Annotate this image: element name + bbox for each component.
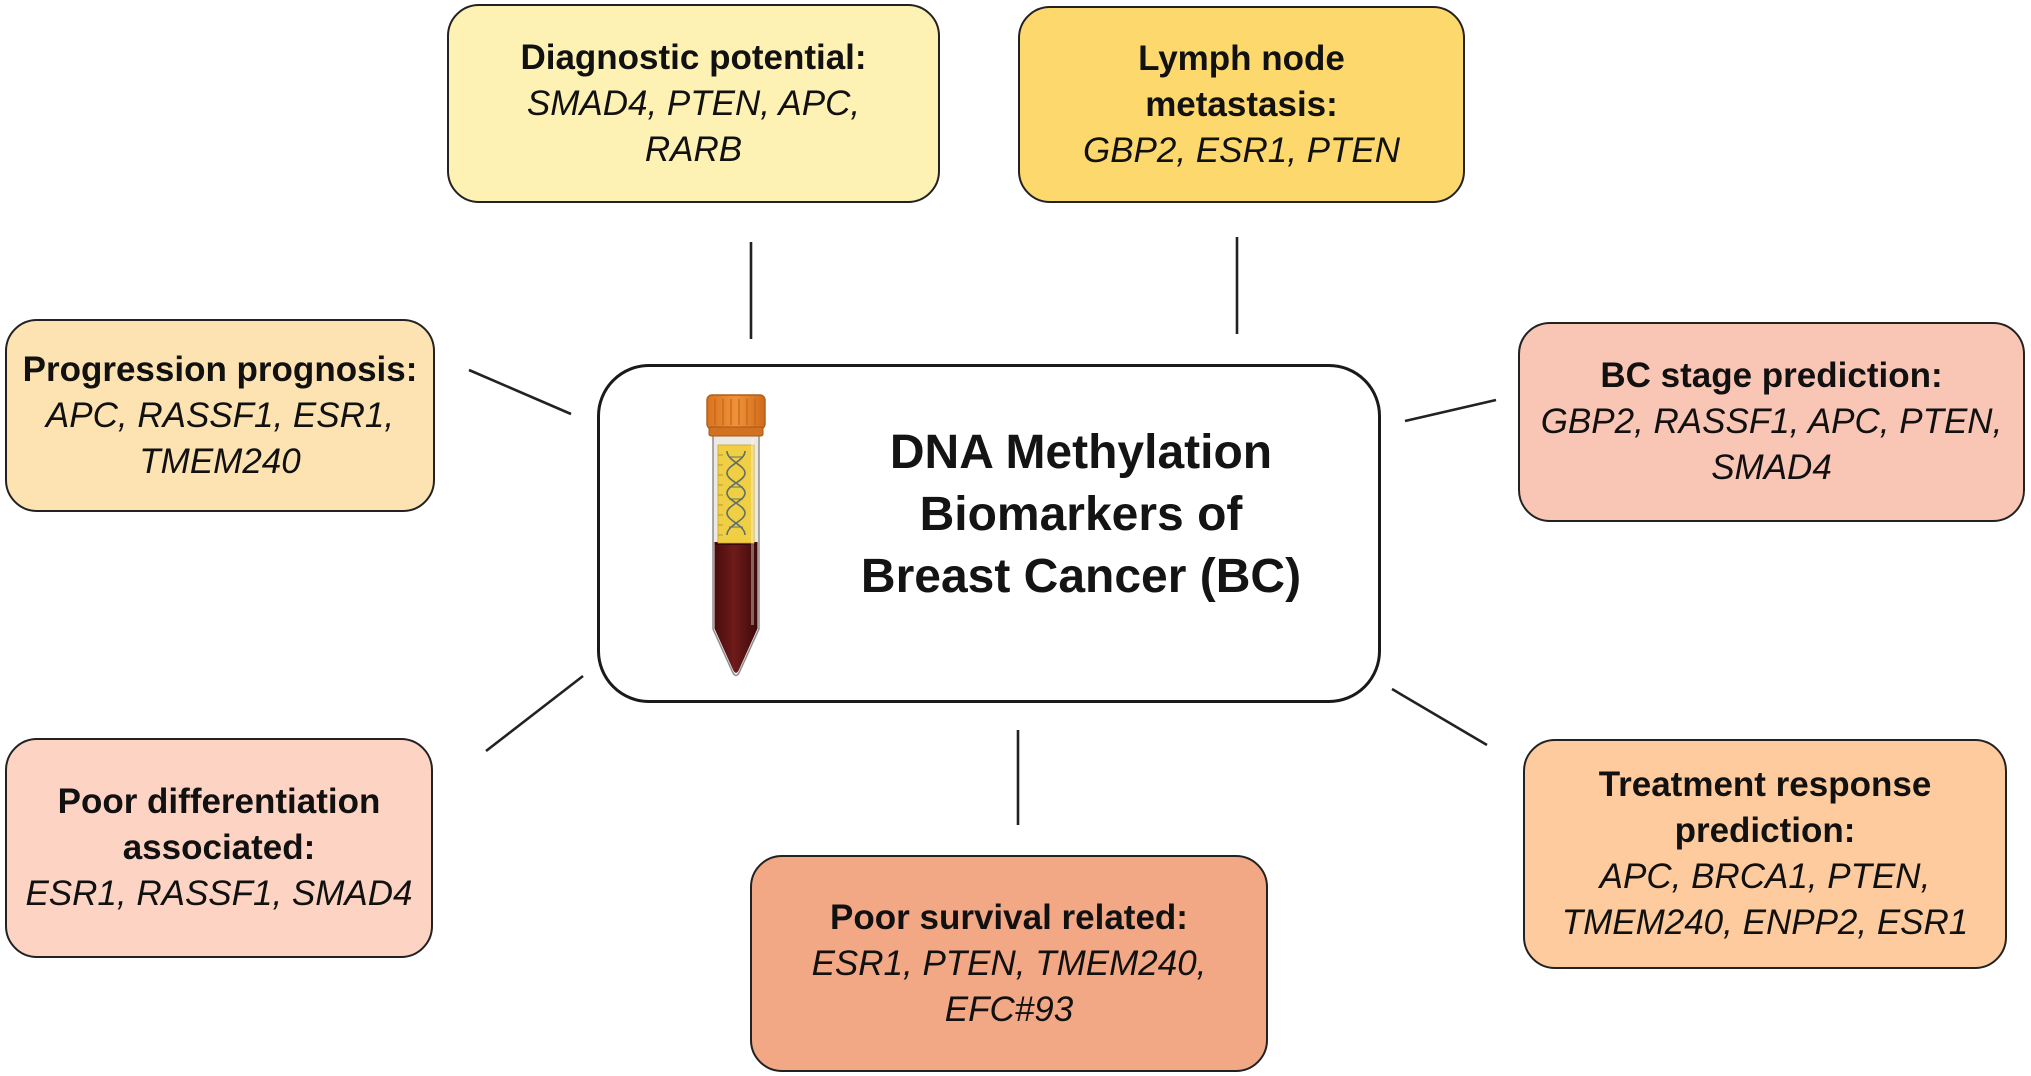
box-title-line: Treatment response	[1598, 765, 1932, 804]
tube-label	[717, 444, 755, 544]
gene-list-line: RARB	[644, 129, 743, 169]
gene-list-line: SMAD4, PTEN, APC,	[526, 83, 861, 123]
box-title-line: Poor survival related:	[830, 897, 1188, 937]
gene-list-line: EFC#93	[944, 989, 1074, 1029]
gene-list-line: TMEM240	[139, 441, 301, 481]
connector-progression-prognosis	[468, 368, 572, 416]
box-poor-differentiation: Poor differentiation associated: ESR1, R…	[5, 738, 433, 958]
central-topic-title: DNA Methylation Biomarkers of Breast Can…	[781, 422, 1381, 608]
box-title-line: Lymph node	[1138, 38, 1345, 78]
box-lymph-node-metastasis: Lymph node metastasis: GBP2, ESR1, PTEN	[1018, 6, 1465, 203]
box-bc-stage-prediction: BC stage prediction: GBP2, RASSF1, APC, …	[1518, 322, 2025, 522]
box-progression-prognosis: Progression prognosis: APC, RASSF1, ESR1…	[5, 319, 435, 512]
dna-helix-icon	[726, 450, 746, 536]
central-title-line: Biomarkers of	[919, 488, 1243, 541]
gene-list-line: GBP2, RASSF1, APC, PTEN,	[1540, 402, 2003, 441]
box-title-line: metastasis:	[1145, 84, 1338, 124]
box-title-line: BC stage prediction:	[1600, 356, 1943, 395]
gene-list-line: GBP2, ESR1, PTEN	[1082, 130, 1401, 170]
central-title-line: DNA Methylation	[889, 426, 1273, 479]
box-title-line: Diagnostic potential:	[520, 37, 867, 77]
connector-bc-stage-prediction	[1404, 398, 1497, 423]
box-title-line: Poor differentiation	[57, 782, 381, 821]
tube-highlight	[751, 439, 754, 625]
gene-list-line: ESR1, PTEN, TMEM240,	[811, 943, 1207, 983]
central-title-line: Breast Cancer (BC)	[860, 550, 1302, 603]
test-tube-icon	[706, 394, 766, 677]
gene-list-line: ESR1, RASSF1, SMAD4	[25, 874, 413, 913]
box-diagnostic-potential: Diagnostic potential: SMAD4, PTEN, APC, …	[447, 4, 940, 203]
box-title-line: prediction:	[1674, 811, 1856, 850]
connector-treatment-response	[1391, 687, 1488, 747]
gene-list-line: SMAD4	[1711, 448, 1832, 487]
box-title-line: Progression prognosis:	[22, 349, 418, 389]
box-poor-survival: Poor survival related: ESR1, PTEN, TMEM2…	[750, 855, 1268, 1072]
gene-list-line: APC, BRCA1, PTEN,	[1599, 857, 1931, 896]
gene-list-line: APC, RASSF1, ESR1,	[45, 395, 395, 435]
tube-cap	[706, 394, 766, 437]
box-treatment-response: Treatment response prediction: APC, BRCA…	[1523, 739, 2007, 969]
connector-poor-differentiation	[485, 674, 584, 753]
blood-sample	[714, 542, 758, 673]
gene-list-line: TMEM240, ENPP2, ESR1	[1561, 903, 1969, 942]
box-title-line: associated:	[122, 828, 316, 867]
